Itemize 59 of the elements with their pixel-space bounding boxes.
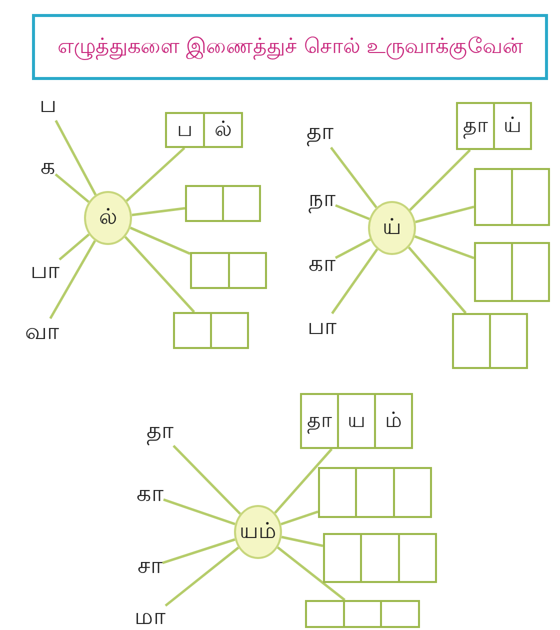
ray-line: [58, 233, 90, 261]
answer-grid: [173, 312, 249, 349]
ray-line: [335, 204, 370, 220]
answer-grid: [185, 185, 261, 222]
ray-line: [330, 146, 378, 208]
ray-line: [409, 149, 471, 211]
ray-line: [163, 498, 236, 526]
letter-label: கா: [308, 250, 336, 280]
answer-cell: தா: [300, 393, 339, 449]
ray-line: [331, 248, 378, 314]
answer-grid: [165, 112, 243, 148]
ray-line: [280, 510, 318, 526]
answer-grid: [318, 467, 432, 518]
answer-grid: [456, 102, 532, 150]
letter-label: மா: [134, 604, 166, 630]
answer-cell: ல்: [205, 112, 243, 148]
ray-line: [132, 207, 186, 216]
ray-line: [274, 448, 333, 514]
answer-cell: ய்: [495, 102, 532, 150]
letter-label: பா: [30, 258, 60, 286]
ray-line: [162, 538, 236, 564]
ray-line: [54, 120, 97, 196]
ray-line: [172, 444, 242, 515]
answer-grid: [323, 533, 437, 583]
ray-line: [130, 226, 190, 255]
answer-cell: தா: [456, 102, 495, 150]
answer-cell: ம்: [376, 393, 413, 449]
answer-grid: [474, 168, 550, 226]
answer-cell: ப: [165, 112, 205, 148]
ray-line: [415, 206, 474, 224]
answer-grid: [452, 313, 528, 369]
ray-line: [334, 238, 371, 259]
letter-circle: ய்: [368, 201, 416, 255]
letter-label: சா: [138, 552, 162, 582]
answer-grid: [190, 252, 267, 289]
answer-grid: [305, 600, 420, 628]
letter-label: தா: [306, 118, 334, 148]
letter-circle: யம்: [234, 505, 282, 559]
answer-cell: ய: [339, 393, 376, 449]
ray-line: [281, 536, 324, 548]
letter-label: தா: [146, 418, 174, 446]
ray-line: [276, 546, 346, 601]
ray-line: [414, 235, 474, 260]
letter-label: க: [40, 154, 56, 182]
ray-line: [124, 236, 196, 313]
ray-line: [164, 546, 240, 607]
title-banner: எழுத்துகளை இணைத்துச் சொல் உருவாக்குவேன்: [32, 14, 548, 80]
letter-label: பா: [308, 314, 336, 342]
ray-line: [54, 173, 90, 203]
letter-label: கா: [136, 480, 164, 510]
ray-line: [126, 147, 186, 202]
letter-label: நா: [308, 186, 336, 214]
ray-line: [49, 240, 96, 320]
letter-label: ப: [40, 92, 56, 120]
answer-grid: [300, 393, 413, 449]
letter-label: வா: [25, 318, 59, 348]
ray-line: [408, 246, 467, 314]
answer-grid: [474, 242, 550, 302]
letter-circle: ல்: [84, 191, 132, 245]
